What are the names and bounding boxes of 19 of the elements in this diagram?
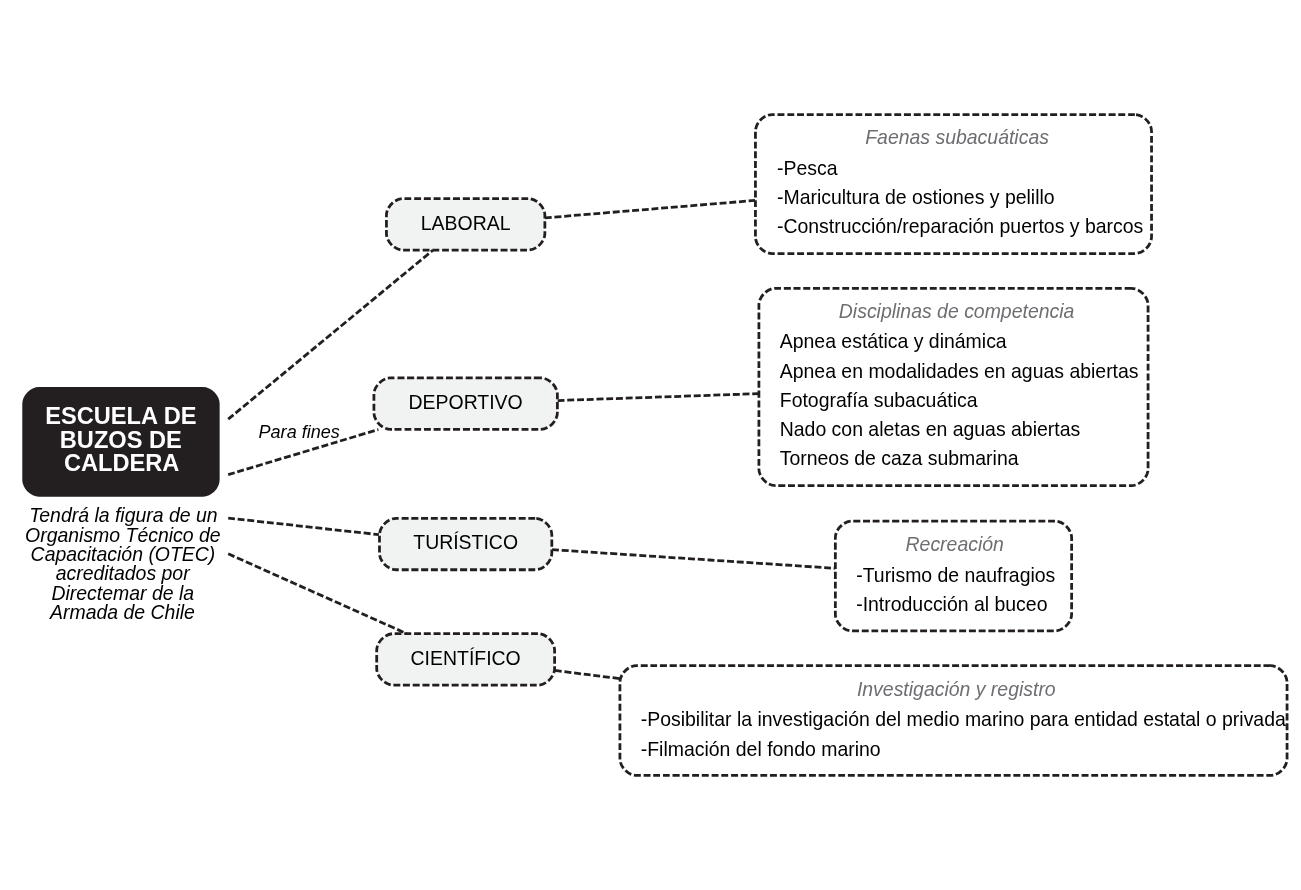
connector [554, 669, 620, 681]
node-label: Tendrá la figura de un Organismo Técnico de Capacitación (OTEC) acreditados por Directemar de la Armada de Chile [25, 504, 221, 624]
node-box: TURÍSTICO [378, 516, 554, 572]
connector [227, 249, 434, 421]
connector [227, 428, 379, 476]
node-box: CIENTÍFICO [375, 632, 556, 687]
connector [228, 516, 380, 537]
node-box: Disciplinas de competencia Apnea estática y dinámica Apnea en modalidades en aguas abiertas Fotografía subacuática Nado con aletas en aguas abiertas Torneos de caza submarina [757, 286, 1150, 488]
edge-label: Para fines [258, 421, 340, 442]
node-box: ESCUELA DE BUZOS DE CALDERA [22, 386, 220, 497]
node-box: Recreación -Turismo de naufragios -Introducción al buceo [833, 519, 1074, 633]
node-box: LABORAL [385, 197, 547, 252]
node-box: DEPORTIVO [372, 376, 559, 431]
node-box: Investigación y registro -Posibilitar la investigación del medio marino para entidad estatal o privada -Filmación del fondo marino [618, 664, 1289, 777]
node-box: Faenas subacuáticas -Pesca -Maricultura de ostiones y pelillo -Construcción/reparación puertos y barcos [754, 113, 1153, 255]
connector [544, 199, 756, 220]
connector [227, 552, 408, 635]
connector [552, 548, 836, 570]
connector [557, 392, 759, 402]
